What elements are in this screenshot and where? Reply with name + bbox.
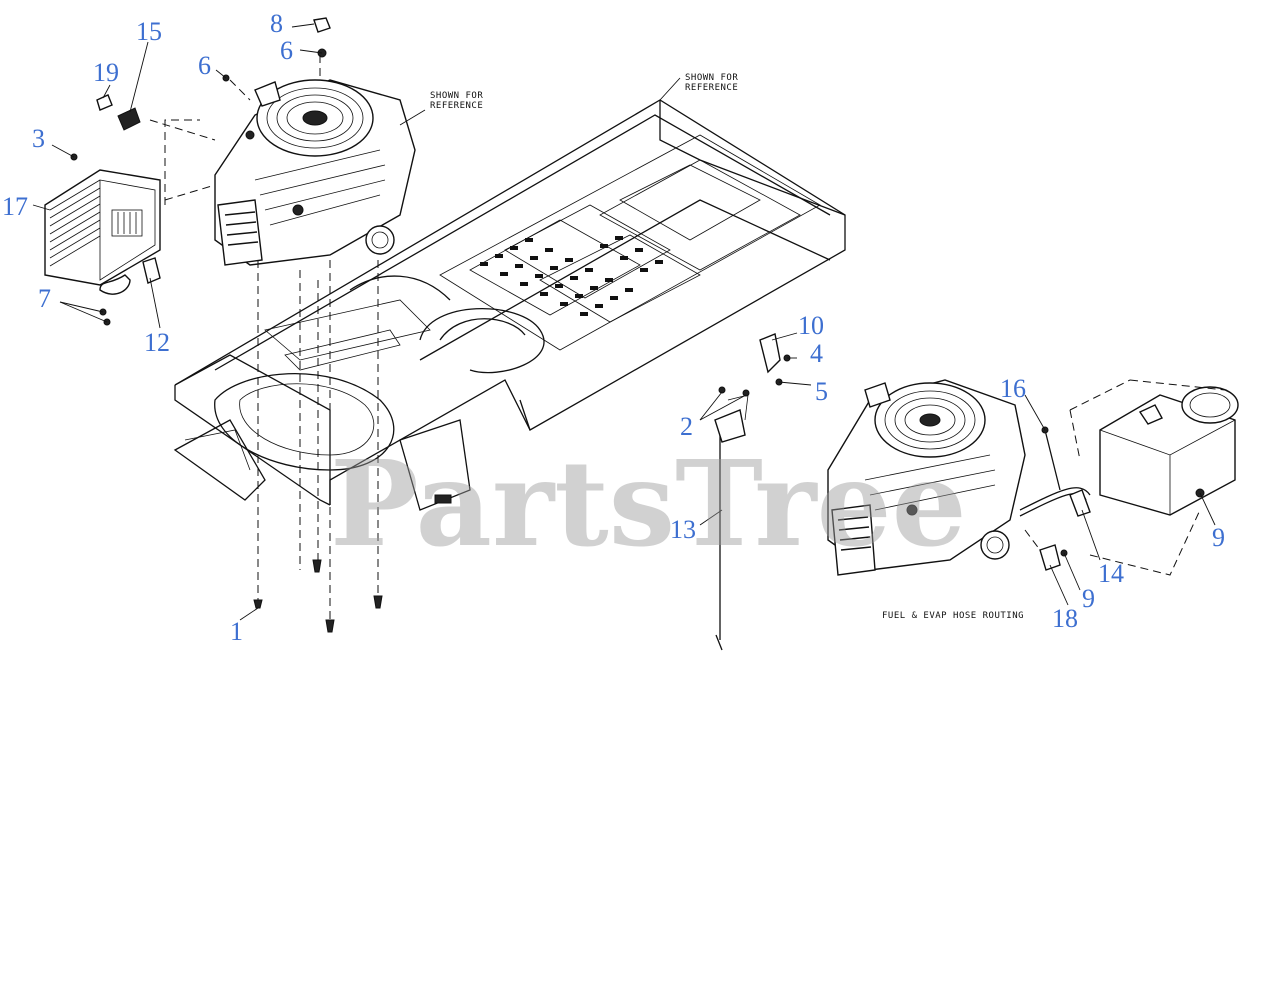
reference-notes: SHOWN FOR REFERENCE SHOWN FOR REFERENCE … xyxy=(430,73,1024,621)
assembly-lines-right xyxy=(1024,379,1226,576)
callouts: 1 2 3 4 5 6 6 7 8 9 9 10 12 13 14 15 16 … xyxy=(2,9,1225,646)
engine-reference-note-line1: SHOWN FOR xyxy=(430,91,483,101)
muffler xyxy=(44,169,161,295)
callout-18[interactable]: 18 xyxy=(1052,604,1078,633)
callout-8[interactable]: 8 xyxy=(270,9,283,38)
callout-9-hose[interactable]: 9 xyxy=(1082,584,1095,613)
callout-3[interactable]: 3 xyxy=(32,124,45,153)
engine-reference-note-line2: REFERENCE xyxy=(430,101,483,111)
fuel-tank xyxy=(1099,386,1239,516)
assembly-lines-left xyxy=(149,55,379,620)
watermark: PartsTree xyxy=(330,434,967,573)
leader-lines xyxy=(32,23,1216,621)
callout-17[interactable]: 17 xyxy=(2,192,28,221)
callout-13[interactable]: 13 xyxy=(670,515,696,544)
callout-16[interactable]: 16 xyxy=(1000,374,1026,403)
callout-4[interactable]: 4 xyxy=(810,339,823,368)
callout-12[interactable]: 12 xyxy=(144,328,170,357)
callout-6-engine[interactable]: 6 xyxy=(198,51,211,80)
callout-6-cap[interactable]: 6 xyxy=(280,36,293,65)
callout-7[interactable]: 7 xyxy=(38,284,51,313)
engine-fuel-routing xyxy=(827,379,1026,576)
fuel-hoses xyxy=(1019,426,1205,571)
callout-1[interactable]: 1 xyxy=(230,617,243,646)
callout-10[interactable]: 10 xyxy=(798,311,824,340)
callout-9-tank[interactable]: 9 xyxy=(1212,523,1225,552)
callout-2[interactable]: 2 xyxy=(680,412,693,441)
callout-5[interactable]: 5 xyxy=(815,377,828,406)
frame-reference-note-line2: REFERENCE xyxy=(685,83,738,93)
fuel-hose-routing-label: FUEL & EVAP HOSE ROUTING xyxy=(882,611,1024,621)
bolts xyxy=(253,559,383,633)
frame-reference-note-line1: SHOWN FOR xyxy=(685,73,738,83)
callout-15[interactable]: 15 xyxy=(136,17,162,46)
engine-main xyxy=(214,79,416,266)
callout-14[interactable]: 14 xyxy=(1098,559,1124,588)
callout-19[interactable]: 19 xyxy=(93,58,119,87)
